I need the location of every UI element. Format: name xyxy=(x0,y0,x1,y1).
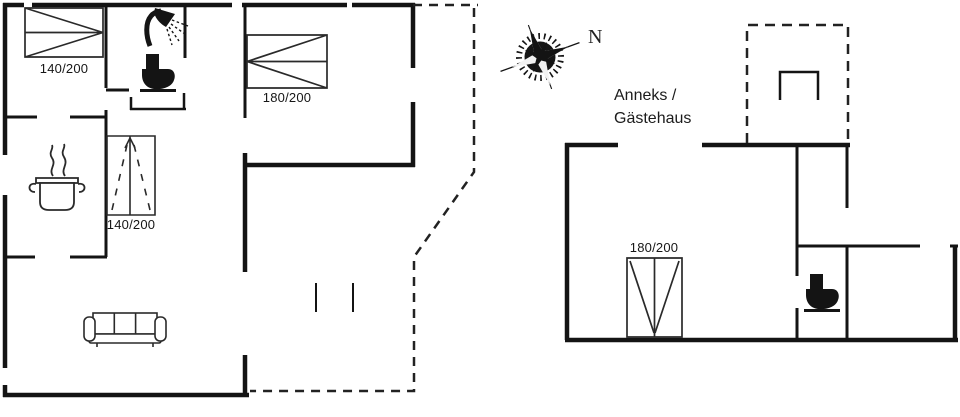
living-room-door-marks xyxy=(315,283,354,312)
cooking-pot-icon xyxy=(28,143,86,211)
double-bed-icon-annex xyxy=(626,257,683,338)
terrace-outline xyxy=(250,3,478,393)
compass-rose-icon xyxy=(500,24,580,90)
alcove-bed-icon xyxy=(106,135,156,216)
main-house-interior-walls xyxy=(3,3,247,259)
bed-size-label-bedroom1: 140/200 xyxy=(39,61,89,76)
double-bed-icon-bedroom1 xyxy=(24,7,104,58)
bed-size-label-alcove: 140/200 xyxy=(106,217,156,232)
bed-size-label-bedroom2: 180/200 xyxy=(262,90,312,105)
open-rectangle-furniture-icon xyxy=(778,70,820,100)
annex-interior-walls xyxy=(795,145,958,340)
annex-title-line1: Anneks / xyxy=(614,87,677,104)
annex-title: Anneks / Gästehaus xyxy=(614,84,691,130)
annex-dashed-area xyxy=(745,23,850,143)
toilet-icon-annex xyxy=(804,274,840,312)
toilet-icon-main xyxy=(140,54,176,92)
bed-size-label-annex: 180/200 xyxy=(629,240,679,255)
main-house-outer-walls xyxy=(2,2,416,398)
shower-icon xyxy=(144,8,189,47)
bathroom-partition xyxy=(129,93,186,111)
sofa-icon xyxy=(83,312,167,347)
annex-outer-walls xyxy=(564,142,958,343)
annex-title-line2: Gästehaus xyxy=(614,110,692,127)
compass-north-label: N xyxy=(588,26,603,48)
double-bed-icon-bedroom2 xyxy=(246,34,328,89)
